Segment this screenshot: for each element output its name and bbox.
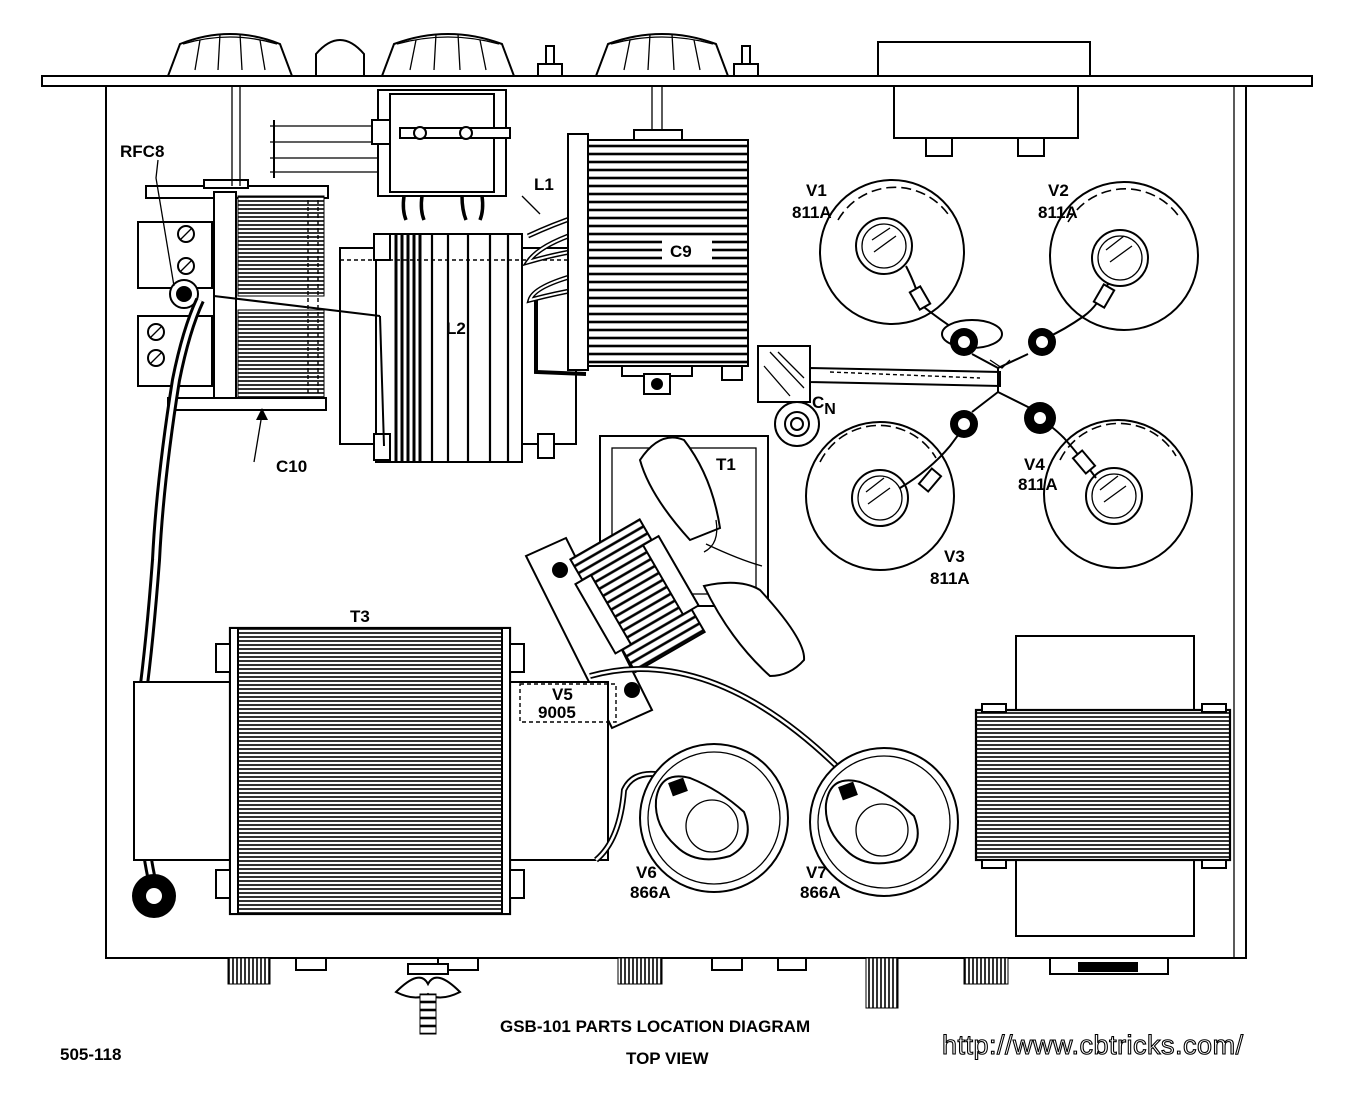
label-v1-ref: V1 (806, 181, 827, 200)
label-c9: C9 (670, 242, 692, 261)
panel-meter (877, 41, 1091, 157)
c9-capacitor (567, 129, 749, 395)
diagram-subtitle: TOP VIEW (626, 1049, 709, 1068)
label-rfc8: RFC8 (120, 142, 164, 161)
label-v7-type: 866A (800, 883, 841, 902)
c10-capacitor (145, 179, 329, 411)
knob-2 (380, 33, 516, 77)
label-c10: C10 (276, 457, 307, 476)
label-v1-type: 811A (792, 203, 832, 222)
plate-connectors (941, 319, 1056, 438)
label-t1: T1 (716, 455, 736, 474)
tube-v5-outline (519, 683, 617, 723)
label-v5-ref: V5 (552, 685, 573, 704)
band-switch (231, 86, 663, 221)
label-v6-ref: V6 (636, 863, 657, 882)
label-v3-type: 811A (930, 569, 970, 588)
label-v4-type: 811A (1018, 475, 1058, 494)
pilot-lamp (315, 39, 365, 77)
tube-v6 (639, 743, 789, 893)
rear-connectors (227, 957, 1169, 1009)
filter-choke (974, 635, 1232, 937)
knob-3 (594, 33, 730, 77)
knob-1 (166, 33, 294, 77)
tube-v1 (819, 179, 965, 335)
label-v3-ref: V3 (944, 547, 965, 566)
label-t3: T3 (350, 607, 370, 626)
ground-post (394, 963, 462, 1035)
label-v2-type: 811A (1038, 203, 1078, 222)
drawing-number: 505-118 (60, 1045, 121, 1064)
diagram-title: GSB-101 PARTS LOCATION DIAGRAM (500, 1017, 810, 1036)
tube-v4 (1039, 419, 1193, 569)
label-v4-ref: V4 (1024, 455, 1045, 474)
label-v5-type: 9005 (538, 703, 576, 722)
toggle-switch-2 (733, 45, 759, 77)
cooling-fan (524, 436, 806, 730)
t3-transformer (133, 626, 609, 916)
label-l1: L1 (534, 175, 554, 194)
watermark-url: http://www.cbtricks.com/ (942, 1030, 1244, 1060)
front-panel (41, 33, 1313, 157)
tube-v7 (809, 747, 959, 897)
label-v7-ref: V7 (806, 863, 827, 882)
label-v6-type: 866A (630, 883, 671, 902)
label-l2: L2 (446, 319, 466, 338)
l2-coil (213, 233, 577, 463)
chassis (105, 85, 1247, 959)
cn-capacitor (757, 345, 1001, 447)
toggle-switch-1 (537, 45, 563, 77)
label-v2-ref: V2 (1048, 181, 1069, 200)
tube-v3 (805, 421, 967, 571)
tube-v2 (1045, 181, 1199, 339)
